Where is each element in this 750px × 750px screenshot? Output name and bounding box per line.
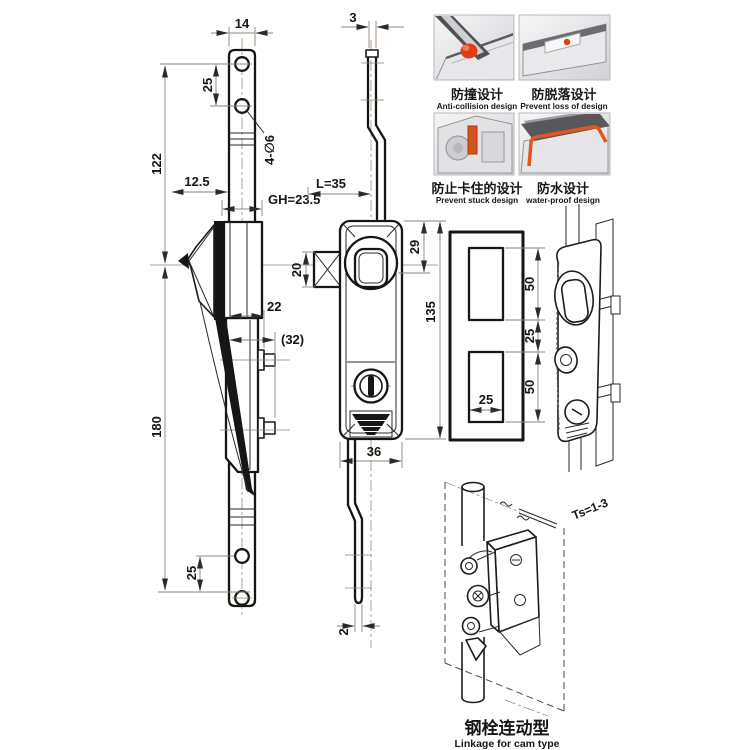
dim-hole-pitch-bottom: 25 xyxy=(184,566,199,580)
side-view-dimensions: 14 25 4-∅6 122 180 25 12.5 GH=23.5 22 xyxy=(149,16,320,593)
dim-upper-length: 122 xyxy=(149,153,164,175)
cam-caption-zh: 钢栓连动型 xyxy=(465,718,550,738)
dim-panel-thickness: Ts=1-3 xyxy=(570,495,610,522)
photo-prevent-stuck xyxy=(433,112,515,176)
dim-offset: 12.5 xyxy=(184,174,209,189)
panel-outline xyxy=(448,230,525,442)
latch-screw-lower xyxy=(257,417,265,439)
red-pin xyxy=(563,38,571,46)
feature-3-en: Prevent stuck design xyxy=(436,196,518,205)
feature-4-en: water-proof design xyxy=(525,196,600,205)
dim-body-height: 135 xyxy=(423,301,438,323)
feature-3-zh: 防止卡住的设计 xyxy=(431,181,522,196)
cam-caption-en: Linkage for cam type xyxy=(454,738,559,750)
cam-rod xyxy=(461,481,485,704)
dim-handle-offset: 29 xyxy=(407,240,422,254)
push-button xyxy=(349,410,393,438)
perspective-padlock-eye xyxy=(554,346,578,374)
dim-bar-width: 14 xyxy=(235,16,250,31)
dim-rod-length: L=35 xyxy=(316,176,346,191)
photo-prevent-loss xyxy=(518,14,611,81)
lower-control-rod xyxy=(345,438,372,605)
photo-water-proof xyxy=(518,112,611,176)
cam-linkage-view: Ts=1-3 钢栓连动型 Linkage for xyxy=(444,481,610,750)
feature-4-zh: 防水设计 xyxy=(537,181,589,196)
dim-total-length: 180 xyxy=(149,416,164,438)
dim-cutout-width: 25 xyxy=(479,392,493,407)
dim-cutout-middle: 25 xyxy=(522,329,537,343)
dim-body-width: 36 xyxy=(367,444,381,459)
cutout-lower xyxy=(467,350,505,424)
upper-control-rod xyxy=(361,49,387,221)
panel-cutout-view: 50 25 50 25 xyxy=(448,230,545,442)
red-buffer xyxy=(460,43,478,59)
perspective-view xyxy=(554,204,621,472)
dim-latch-depth-ref: (32) xyxy=(281,332,304,347)
locking-bar xyxy=(227,48,257,608)
front-view: 3 L=35 20 xyxy=(289,10,446,648)
side-view: 14 25 4-∅6 122 180 25 12.5 GH=23.5 22 xyxy=(149,16,438,618)
handle-lip xyxy=(178,253,189,269)
feature-2-en: Prevent loss of design xyxy=(520,102,607,111)
cam-pawl xyxy=(465,637,487,661)
feature-photos: 防撞设计 Anti-collision design 防脱落设计 Prevent… xyxy=(431,14,611,205)
body-corner-lines xyxy=(342,223,400,437)
dim-cutout-upper: 50 xyxy=(522,277,537,291)
orange-gasket xyxy=(527,125,608,167)
feature-2-zh: 防脱落设计 xyxy=(531,87,596,102)
handle-lever-tail xyxy=(215,318,256,497)
handle-profile xyxy=(214,221,223,320)
dim-cutout-lower: 50 xyxy=(522,380,537,394)
photo-anti-collision xyxy=(433,14,515,81)
orange-channel xyxy=(467,125,478,155)
dim-hole-pitch-top: 25 xyxy=(200,78,215,92)
cam-roller-bottom xyxy=(461,616,481,636)
dim-latch-depth: 22 xyxy=(267,299,281,314)
dim-rod-tip: 2 xyxy=(336,628,351,635)
key-cylinder xyxy=(351,368,391,404)
dim-latch-height: 20 xyxy=(289,263,304,277)
dim-hole-note: 4-∅6 xyxy=(262,135,277,165)
cam-mechanism xyxy=(460,529,541,661)
cutout-upper xyxy=(467,246,505,322)
swing-handle-grip xyxy=(353,247,389,289)
dim-rod-width: 3 xyxy=(349,10,356,25)
key-slot xyxy=(368,375,374,397)
dim-grip-height: GH=23.5 xyxy=(268,192,320,207)
bar-break-lines xyxy=(229,132,255,526)
feature-1-zh: 防撞设计 xyxy=(451,87,503,102)
feature-1-en: Anti-collision design xyxy=(437,102,518,111)
cam-roller-top xyxy=(460,557,478,575)
